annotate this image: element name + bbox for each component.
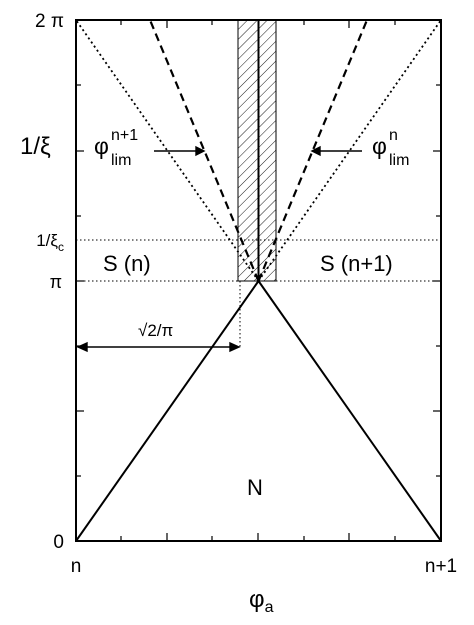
svg-text:φ: φ <box>94 133 109 159</box>
svg-text:n+1: n+1 <box>111 127 138 144</box>
dashed-limit-left <box>148 20 260 282</box>
x-axis-title: φa <box>249 586 274 616</box>
hatched-region <box>237 19 277 282</box>
dashed-limit-right <box>257 20 369 282</box>
y-tick-pi: π <box>50 272 62 292</box>
y-axis-title: 1/ξ <box>20 133 51 160</box>
svg-text:φ: φ <box>372 133 387 159</box>
y-tick-xi-c: 1/ξc <box>36 231 64 254</box>
x-tick-n: n <box>71 556 82 577</box>
n-boundary-right <box>257 280 442 542</box>
y-tick-zero: 0 <box>53 532 64 553</box>
svg-text:lim: lim <box>111 152 131 169</box>
dotted-boundary-right <box>257 20 441 282</box>
x-tick-n-plus-1: n+1 <box>425 556 457 577</box>
region-label-s-n: S (n) <box>103 251 151 276</box>
width-label: √2/π <box>138 321 173 340</box>
annotation-arrows <box>76 145 362 353</box>
svg-text:lim: lim <box>389 152 409 169</box>
dotted-boundary-left <box>76 20 260 282</box>
y-tick-two-pi: 2 π <box>35 11 64 32</box>
region-label-n: N <box>247 475 263 500</box>
svg-text:n: n <box>389 127 398 144</box>
phi-lim-n-plus-1-label: φ n+1 lim <box>94 127 138 169</box>
region-label-s-n-plus-1: S (n+1) <box>320 251 393 276</box>
n-boundary-left <box>75 280 260 542</box>
phi-lim-n-label: φ n lim <box>372 127 409 169</box>
